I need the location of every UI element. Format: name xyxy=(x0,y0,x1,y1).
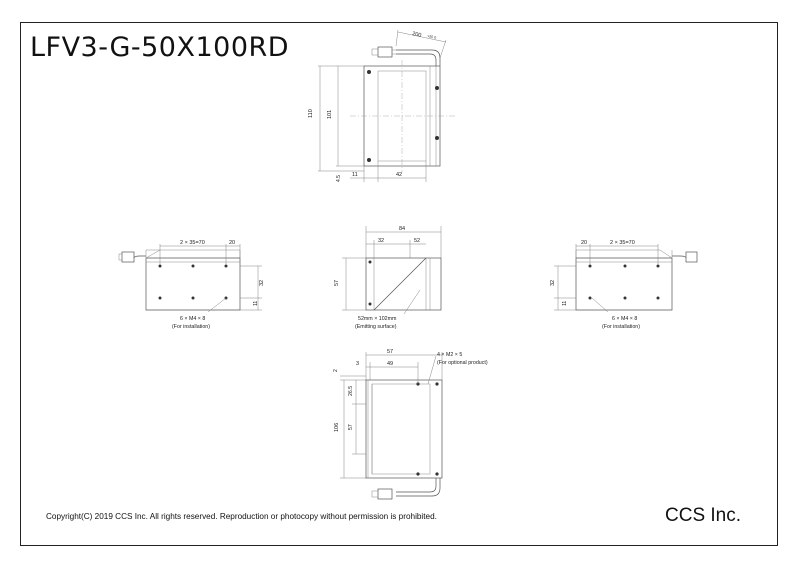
dim-height: 32 xyxy=(259,280,265,286)
optional-mount-hole xyxy=(416,472,420,476)
mounting-hole xyxy=(435,86,439,90)
copyright-notice: Copyright(C) 2019 CCS Inc. All rights re… xyxy=(46,512,437,521)
right-view-connector xyxy=(685,251,698,263)
dim-height: 57 xyxy=(334,280,340,286)
left-view-cable xyxy=(133,255,146,259)
dim-left-offset: 11 xyxy=(352,172,358,178)
bottom-view-cable xyxy=(396,478,441,497)
dim-hole-pitch: 2 × 35=70 xyxy=(180,240,205,246)
mounting-hole xyxy=(656,296,660,300)
dim-top: 2 xyxy=(333,369,339,372)
dim-offset: 4.5 xyxy=(336,175,342,182)
screw-purpose: (For installation) xyxy=(602,324,640,330)
bottom-view-window xyxy=(371,383,431,475)
cable-tolerance-label: +20 0 xyxy=(427,34,437,40)
top-view: 200 +20 0 110 101 4.5 11 42 xyxy=(308,29,455,182)
left-side-view: 2 × 35=70 20 32 11 6 × M4 × 8 (For insta… xyxy=(118,240,265,330)
right-side-view: 20 2 × 35=70 32 11 6 × M4 × 8 (For insta… xyxy=(550,240,698,330)
mounting-hole xyxy=(435,136,439,140)
dim-bottom: 11 xyxy=(562,301,568,306)
mounting-hole xyxy=(191,264,195,268)
mounting-hole xyxy=(367,158,371,162)
optional-mount-hole xyxy=(435,472,439,476)
mounting-hole xyxy=(656,264,660,268)
mounting-hole xyxy=(158,296,162,300)
dim-edge: 20 xyxy=(229,240,235,246)
dim-left: 3 xyxy=(356,361,359,367)
dim-window-width: 42 xyxy=(396,172,402,178)
mounting-hole xyxy=(623,296,627,300)
mounting-hole xyxy=(367,70,371,74)
optional-screw-spec: 4 × M2 × 5 xyxy=(437,352,462,358)
drawing-border xyxy=(20,22,778,546)
top-view-cable xyxy=(396,49,441,66)
mounting-hole xyxy=(191,296,195,300)
dim-total-height: 110 xyxy=(308,109,314,118)
dim-inner-width: 49 xyxy=(387,361,393,367)
dim-a: 26.5 xyxy=(348,386,354,396)
bottom-view-housing xyxy=(365,379,443,479)
mounting-hole xyxy=(368,302,372,306)
bottom-view-connector xyxy=(377,488,393,500)
bottom-view: 57 49 3 2 26.5 57 106 4 × M2 × 5 (For op… xyxy=(333,349,488,500)
dim-b: 57 xyxy=(348,424,354,430)
dim-hole-pitch: 2 × 35=70 xyxy=(610,240,635,246)
dim-total-width: 84 xyxy=(399,226,405,232)
front-view-housing xyxy=(365,257,442,311)
left-view-connector xyxy=(121,251,135,263)
dim-inner-height: 101 xyxy=(327,110,333,119)
mounting-hole xyxy=(623,264,627,268)
dim-left: 32 xyxy=(378,238,384,244)
dim-height: 32 xyxy=(550,280,556,286)
screw-spec: 6 × M4 × 8 xyxy=(180,316,205,322)
emitting-surface-diagonal xyxy=(373,257,427,311)
mounting-hole xyxy=(158,264,162,268)
emitting-surface-note: (Emitting surface) xyxy=(355,324,397,330)
dim-bottom: 11 xyxy=(253,301,259,306)
product-title: LFV3-G-50X100RD xyxy=(30,32,290,63)
dim-edge: 20 xyxy=(581,240,587,246)
company-name: CCS Inc. xyxy=(665,505,742,526)
mounting-hole xyxy=(588,264,592,268)
right-view-housing xyxy=(575,257,673,311)
mounting-hole xyxy=(368,260,372,264)
cable-length-label: 200 xyxy=(412,31,422,39)
emitting-surface-size: 52mm × 102mm xyxy=(358,316,397,322)
screw-purpose: (For installation) xyxy=(172,324,210,330)
dim-total: 106 xyxy=(334,423,340,432)
dim-right: 52 xyxy=(414,238,420,244)
screw-spec: 6 × M4 × 8 xyxy=(612,316,637,322)
front-view: 84 32 52 57 52mm × 102mm (Emitting surfa… xyxy=(334,226,442,330)
top-view-connector xyxy=(377,46,393,58)
mounting-hole xyxy=(588,296,592,300)
dim-width: 57 xyxy=(387,349,393,355)
optional-mount-hole xyxy=(435,382,439,386)
optional-screw-purpose: (For optional product) xyxy=(437,360,488,366)
right-view-cable xyxy=(672,255,687,259)
mounting-hole xyxy=(224,264,228,268)
